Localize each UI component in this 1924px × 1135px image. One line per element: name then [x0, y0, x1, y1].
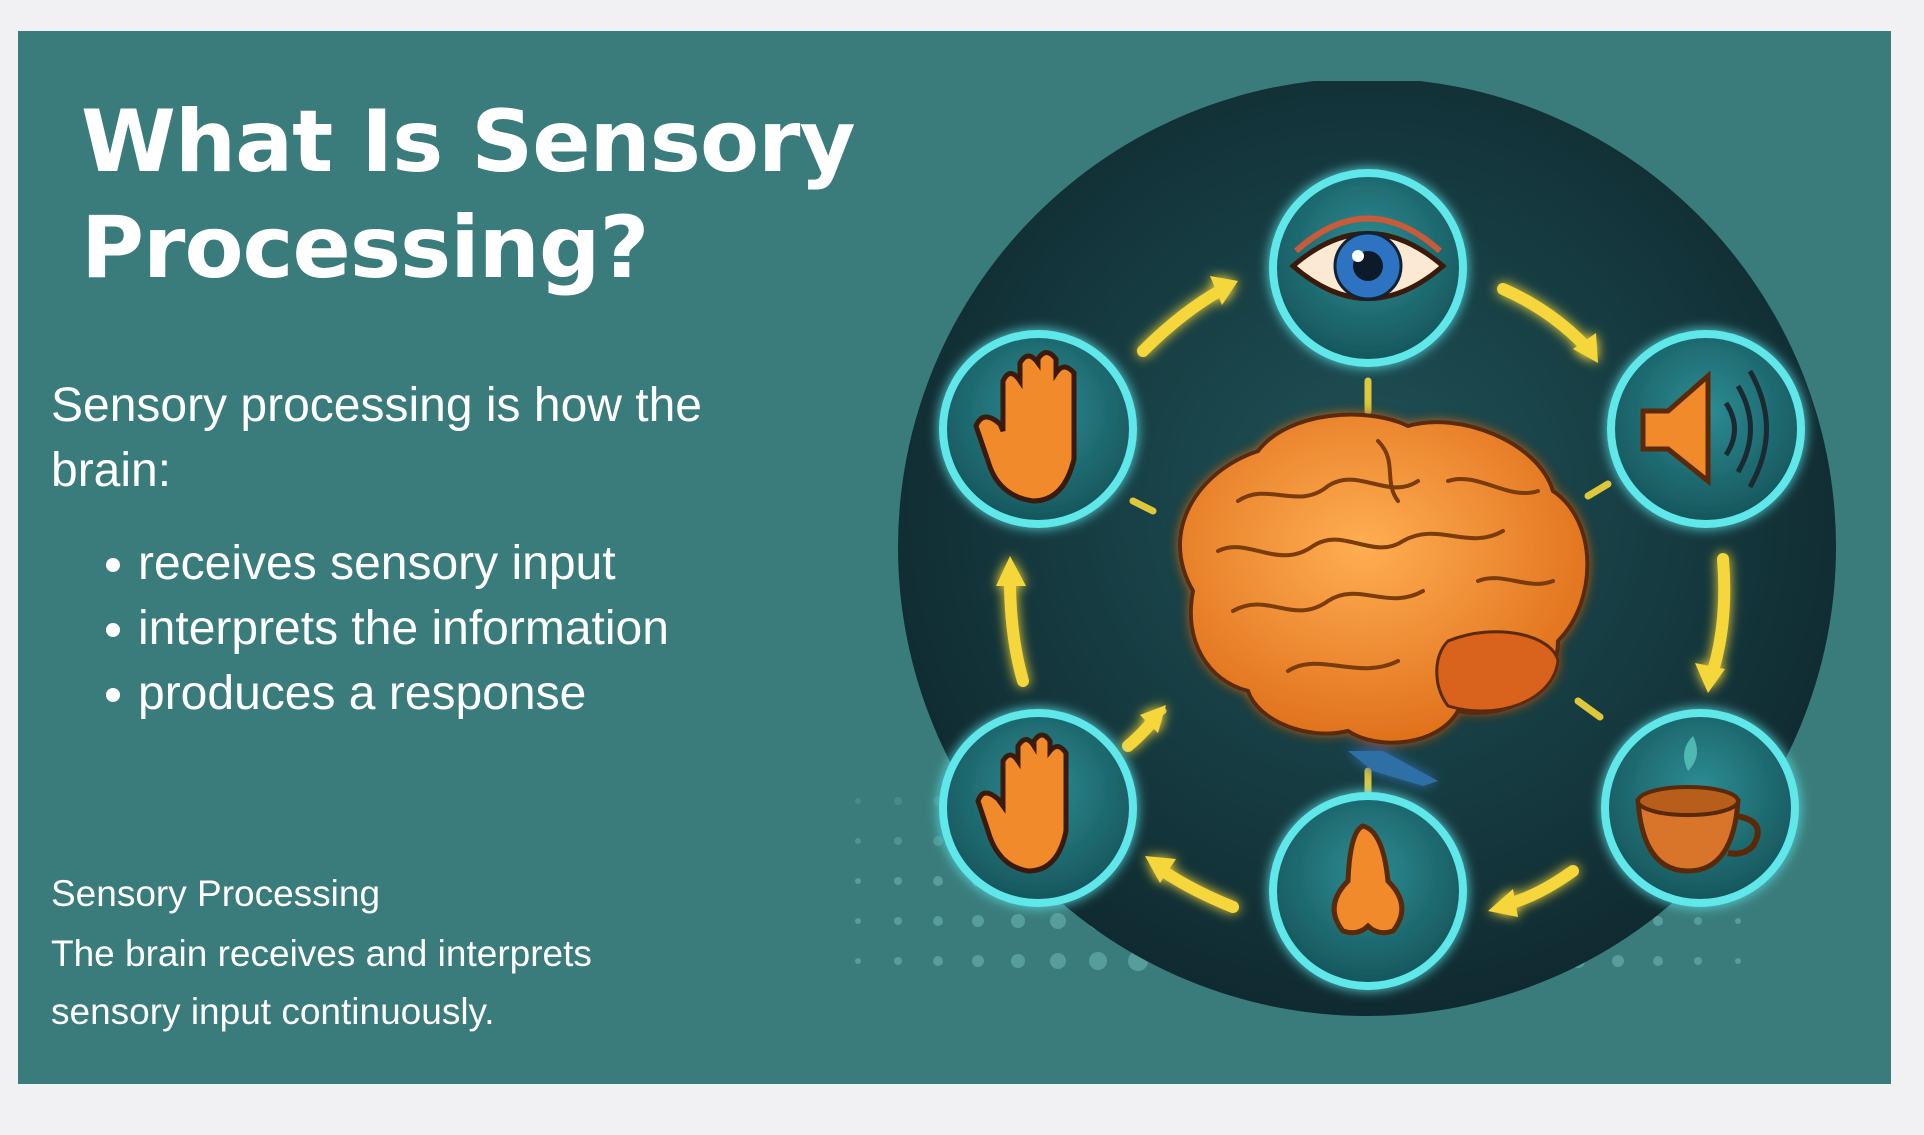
hand-icon [973, 350, 1077, 504]
taste-node [1601, 709, 1799, 907]
sensory-cycle-illustration [855, 81, 1836, 1016]
hearing-node [1607, 330, 1805, 528]
cycle-arrows [1004, 283, 1731, 913]
touch-node-upper [939, 330, 1137, 528]
bullet-item: produces a response [102, 661, 669, 726]
touch-node-lower [939, 709, 1137, 907]
cup-icon [1635, 736, 1761, 874]
arrow-icon [1497, 283, 1594, 355]
nose-icon [1331, 823, 1405, 936]
caption-text: The brain receives and interprets sensor… [51, 933, 592, 1032]
brain-icon [1177, 412, 1590, 786]
bullet-item: receives sensory input [102, 531, 669, 596]
arrow-icon [1157, 865, 1239, 913]
arrow-icon [1707, 553, 1731, 677]
slide-title: What Is Sensory Processing? [81, 92, 856, 298]
eye-icon [1289, 215, 1447, 301]
eye-node [1269, 169, 1467, 367]
hand-icon [975, 732, 1069, 874]
intro-text: Sensory processing is how the brain: [51, 379, 702, 497]
caption-title: Sensory Processing [51, 873, 381, 914]
speaker-icon [1640, 369, 1769, 489]
slide: What Is Sensory Processing? Sensory proc… [18, 31, 1891, 1084]
bullet-list: receives sensory input interprets the in… [102, 531, 669, 726]
arrow-icon [1137, 283, 1229, 357]
arrow-icon [1004, 573, 1029, 687]
arrowheads [996, 276, 1725, 917]
smell-node [1269, 792, 1467, 990]
bullet-item: interprets the information [102, 596, 669, 661]
